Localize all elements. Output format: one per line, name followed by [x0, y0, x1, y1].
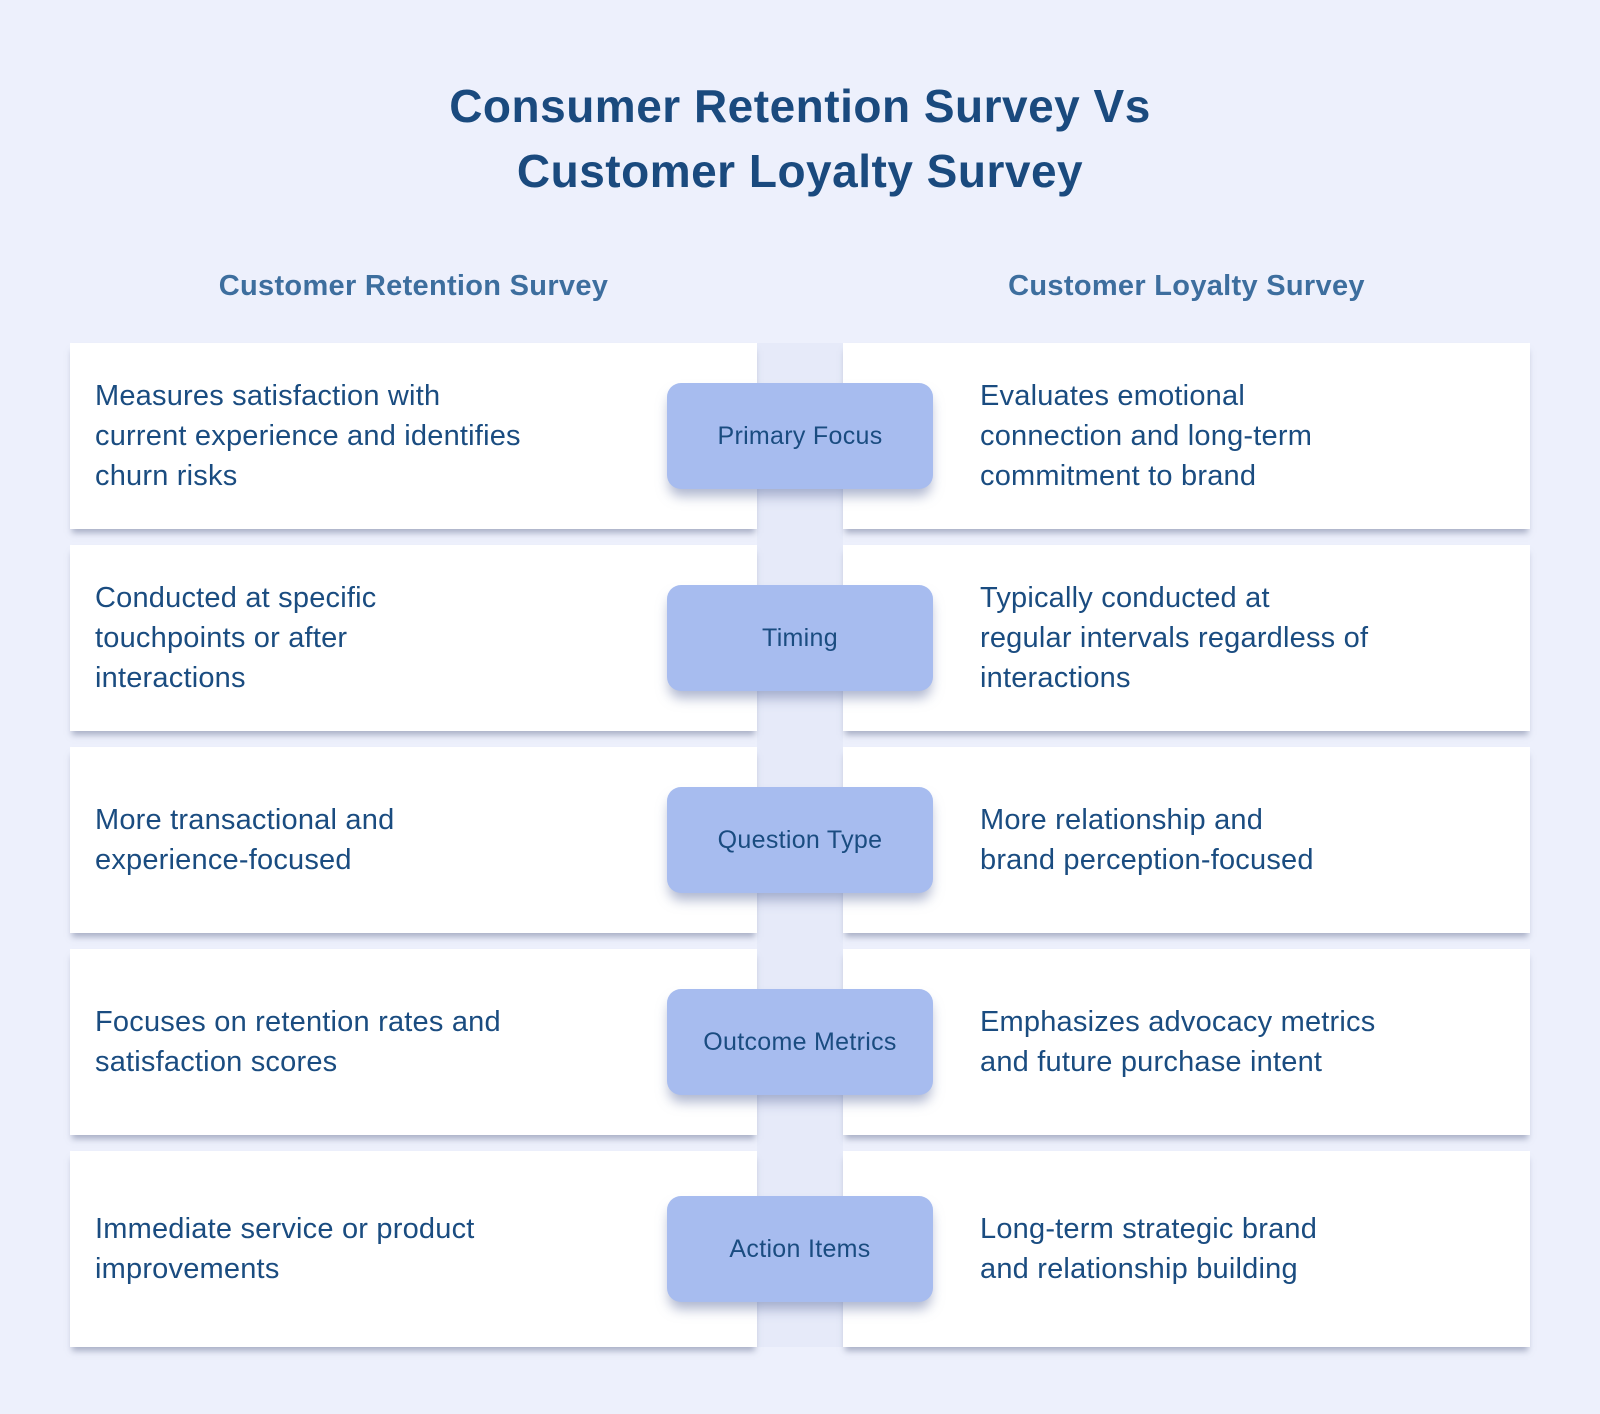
- column-header-loyalty: Customer Loyalty Survey: [1008, 270, 1365, 302]
- loyalty-cell-text: More relationship and brand perception-f…: [980, 803, 1314, 876]
- loyalty-cell-text: Evaluates emotional connection and long-…: [980, 379, 1313, 492]
- comparison-row-outcome-metrics: Focuses on retention rates and satisfact…: [0, 949, 1600, 1135]
- retention-cell: Focuses on retention rates and satisfact…: [70, 949, 757, 1135]
- loyalty-cell: More relationship and brand perception-f…: [843, 747, 1530, 933]
- loyalty-cell: Long-term strategic brand and relationsh…: [843, 1151, 1530, 1347]
- comparison-row-timing: Conducted at specific touchpoints or aft…: [0, 545, 1600, 731]
- row-label: Outcome Metrics: [703, 1027, 897, 1056]
- row-label: Timing: [762, 623, 838, 652]
- loyalty-cell: Typically conducted at regular intervals…: [843, 545, 1530, 731]
- loyalty-cell-text: Emphasizes advocacy metrics and future p…: [980, 1005, 1376, 1078]
- row-label: Question Type: [717, 825, 883, 854]
- retention-cell-text: Focuses on retention rates and satisfact…: [95, 1005, 501, 1078]
- row-label: Primary Focus: [717, 421, 883, 450]
- row-label-pill: Timing: [667, 585, 933, 691]
- comparison-row-question-type: More transactional and experience-focuse…: [0, 747, 1600, 933]
- retention-cell-text: Conducted at specific touchpoints or aft…: [95, 581, 377, 694]
- comparison-row-primary-focus: Measures satisfaction with current exper…: [0, 343, 1600, 529]
- retention-cell-text: Measures satisfaction with current exper…: [95, 379, 521, 492]
- page-title-line2: Customer Loyalty Survey: [516, 145, 1084, 198]
- column-header-retention: Customer Retention Survey: [218, 270, 609, 302]
- loyalty-cell-text: Long-term strategic brand and relationsh…: [980, 1212, 1318, 1285]
- comparison-row-action-items: Immediate service or product improvement…: [0, 1151, 1600, 1347]
- row-label: Action Items: [729, 1234, 871, 1263]
- loyalty-cell: Evaluates emotional connection and long-…: [843, 343, 1530, 529]
- row-label-pill: Outcome Metrics: [667, 989, 933, 1095]
- retention-cell-text: Immediate service or product improvement…: [95, 1212, 475, 1285]
- row-label-pill: Primary Focus: [667, 383, 933, 489]
- retention-cell: Immediate service or product improvement…: [70, 1151, 757, 1347]
- loyalty-cell-text: Typically conducted at regular intervals…: [980, 581, 1369, 694]
- retention-cell: Measures satisfaction with current exper…: [70, 343, 757, 529]
- page-title-line1: Consumer Retention Survey Vs: [449, 80, 1151, 132]
- retention-cell-text: More transactional and experience-focuse…: [95, 803, 395, 876]
- page-title: Consumer Retention Survey Vs Customer Lo…: [0, 74, 1600, 205]
- retention-cell: More transactional and experience-focuse…: [70, 747, 757, 933]
- loyalty-cell: Emphasizes advocacy metrics and future p…: [843, 949, 1530, 1135]
- row-label-pill: Action Items: [667, 1196, 933, 1302]
- retention-cell: Conducted at specific touchpoints or aft…: [70, 545, 757, 731]
- row-label-pill: Question Type: [667, 787, 933, 893]
